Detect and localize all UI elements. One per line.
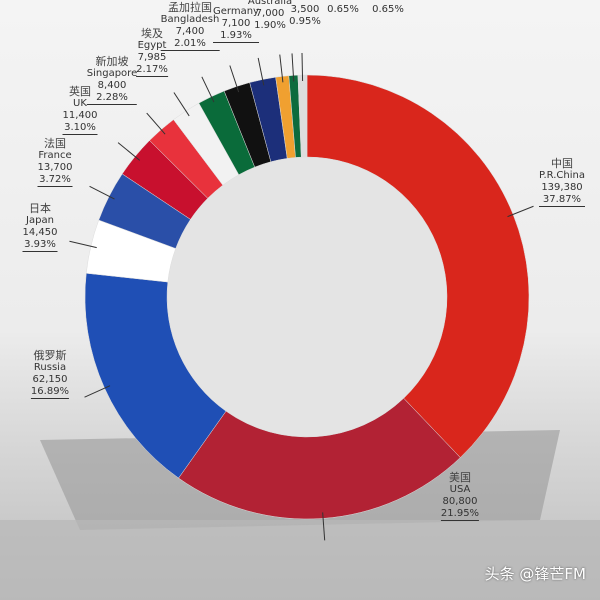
leader-line bbox=[279, 54, 284, 83]
label-name: UK bbox=[73, 98, 87, 109]
label-percent: 37.87% bbox=[539, 194, 585, 207]
label-france: 法国 France 13,700 3.72% bbox=[37, 137, 73, 187]
watermark: 头条 @锋芒FM bbox=[484, 565, 586, 583]
label-name: Australia bbox=[247, 0, 293, 7]
leader-line bbox=[146, 112, 166, 135]
label-name: P.R.China bbox=[539, 170, 585, 181]
label-name: USA bbox=[449, 484, 471, 495]
leader-line bbox=[291, 53, 295, 82]
label-usa: 美国 USA 80,800 21.95% bbox=[440, 471, 480, 521]
label-zh: 埃及 bbox=[141, 27, 163, 40]
label-percent: 16.89% bbox=[30, 386, 70, 399]
label-value: 13,700 bbox=[37, 162, 73, 173]
label-bangladesh: 孟加拉国 Bangladesh 7,400 2.01% bbox=[160, 1, 220, 51]
label-value: 80,800 bbox=[442, 496, 478, 507]
label-zh: 英国 bbox=[69, 85, 91, 98]
label-singapore: 新加坡 Singapore 8,400 2.28% bbox=[86, 55, 138, 105]
label-value: 14,450 bbox=[22, 227, 58, 238]
leader-line bbox=[173, 92, 190, 117]
label-zh: 中国 bbox=[551, 157, 573, 170]
leader-line bbox=[84, 385, 111, 398]
leader-line bbox=[301, 53, 304, 82]
leader-line bbox=[229, 65, 240, 93]
label-percent: 0.65% bbox=[372, 4, 404, 15]
label-percent: 3.10% bbox=[62, 122, 98, 135]
label-name: Bangladesh bbox=[160, 14, 220, 25]
slice-p-r-china bbox=[306, 74, 530, 458]
label-value: 11,400 bbox=[62, 110, 98, 121]
label-name: Russia bbox=[33, 362, 67, 373]
label-name: France bbox=[38, 150, 72, 161]
label-percent: 1.93% bbox=[213, 30, 259, 43]
donut-hole bbox=[167, 157, 447, 437]
label-egypt: 埃及 Egypt 7,985 2.17% bbox=[136, 28, 168, 77]
leader-line bbox=[69, 240, 97, 249]
label-zh: 日本 bbox=[29, 202, 51, 215]
label-slice-13: 0.65% bbox=[327, 4, 359, 16]
label-percent: 2.01% bbox=[160, 38, 220, 51]
label-japan: 日本 Japan 14,450 3.93% bbox=[22, 202, 58, 252]
label-value: 7,000 bbox=[255, 8, 285, 19]
label-zh: 新加坡 bbox=[95, 55, 129, 68]
label-china: 中国 P.R.China 139,380 37.87% bbox=[539, 158, 585, 207]
leader-line bbox=[117, 142, 141, 161]
label-value: 139,380 bbox=[541, 182, 583, 193]
label-zh: 俄罗斯 bbox=[33, 349, 67, 362]
label-germany: Germany 7,100 1.93% bbox=[213, 6, 259, 43]
label-australia: Australia 7,000 1.90% bbox=[248, 0, 292, 32]
label-name: Egypt bbox=[137, 40, 167, 51]
label-zh: 孟加拉国 bbox=[167, 1, 212, 14]
label-value: 62,150 bbox=[32, 374, 68, 385]
leader-line bbox=[89, 185, 115, 200]
label-percent: 1.90% bbox=[254, 20, 286, 31]
label-value: 7,400 bbox=[175, 26, 205, 37]
slice-usa bbox=[178, 397, 461, 520]
label-percent: 2.17% bbox=[136, 64, 168, 77]
label-value: 7,985 bbox=[137, 52, 167, 63]
label-value: 3,500 bbox=[290, 4, 320, 15]
leader-line bbox=[257, 57, 265, 86]
leader-line bbox=[507, 205, 534, 218]
label-slice-12: 3,500 0.95% bbox=[289, 4, 321, 28]
label-name: Japan bbox=[26, 215, 54, 226]
leader-line bbox=[201, 76, 215, 103]
label-percent: 2.28% bbox=[86, 92, 138, 105]
label-name: Germany bbox=[213, 6, 259, 17]
label-percent: 3.72% bbox=[37, 174, 73, 187]
label-name: Singapore bbox=[86, 68, 138, 79]
label-percent: 0.65% bbox=[327, 4, 359, 15]
label-russia: 俄罗斯 Russia 62,150 16.89% bbox=[30, 349, 70, 399]
label-slice-14: 0.65% bbox=[372, 4, 404, 16]
label-percent: 21.95% bbox=[440, 508, 480, 521]
label-value: 8,400 bbox=[97, 80, 127, 91]
label-zh: 美国 bbox=[448, 471, 471, 484]
label-percent: 0.95% bbox=[289, 16, 321, 27]
label-uk: 英国 UK 11,400 3.10% bbox=[62, 85, 98, 135]
leader-line bbox=[322, 512, 326, 541]
label-value: 7,100 bbox=[221, 18, 251, 29]
slice-item-14 bbox=[297, 74, 308, 158]
label-zh: 法国 bbox=[44, 137, 66, 150]
label-percent: 3.93% bbox=[22, 239, 58, 252]
